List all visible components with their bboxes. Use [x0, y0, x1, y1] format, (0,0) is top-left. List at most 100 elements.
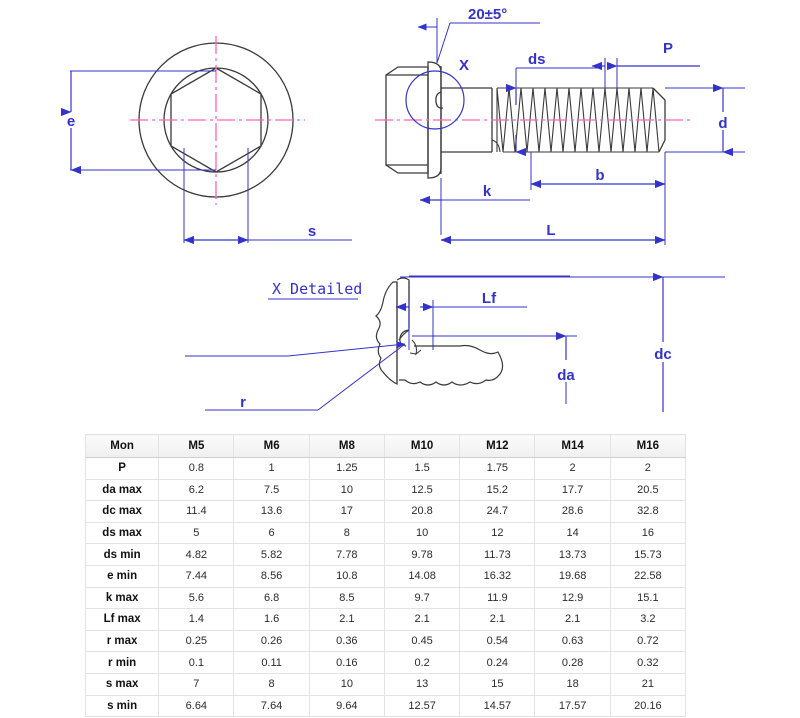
front-view-head: e s: [60, 36, 352, 245]
table-row: dc max 11.4 13.6 17 20.8 24.7 28.6 32.8: [84, 500, 687, 523]
table-cell: 15.1: [609, 586, 687, 610]
table-cell: 8.5: [308, 586, 385, 610]
r-leader-lower: [317, 343, 406, 411]
bolt-end-face: [652, 87, 660, 153]
table-cell: 10: [308, 672, 385, 696]
table-cell: 11.73: [459, 543, 536, 566]
dim-label-angle: 20±5°: [468, 6, 507, 23]
spec-table-head: Mon M5 M6 M8 M10 M12 M14 M16: [84, 434, 687, 458]
r-leader-upper: [287, 341, 406, 357]
table-cell: 0.32: [609, 651, 687, 674]
dim-label-dc: dc: [654, 346, 672, 363]
table-cell: 13: [383, 672, 461, 696]
table-header-row: Mon M5 M6 M8 M10 M12 M14 M16: [84, 434, 687, 458]
table-cell: 0.1: [158, 651, 235, 674]
table-cell: 11.4: [158, 500, 235, 523]
table-row: Lf max 1.4 1.6 2.1 2.1 2.1 2.1 3.2: [84, 608, 687, 631]
column-header: M10: [383, 434, 461, 458]
column-header: M8: [308, 434, 385, 458]
table-cell: 12.5: [383, 478, 461, 502]
table-cell: 7.44: [158, 564, 235, 588]
table-cell: 16: [609, 521, 687, 545]
table-cell: 0.2: [383, 651, 461, 674]
table-cell: 10: [308, 478, 385, 502]
dim-label-d: d: [718, 115, 727, 132]
table-cell: 6.8: [233, 586, 310, 610]
hexagon-outline: [170, 67, 262, 173]
table-cell: 13.73: [534, 543, 611, 566]
table-cell: 0.36: [308, 629, 385, 653]
row-label: da max: [84, 478, 160, 502]
column-header: M6: [233, 434, 310, 458]
table-cell: 24.7: [459, 500, 536, 523]
table-row: k max 5.6 6.8 8.5 9.7 11.9 12.9 15.1: [84, 586, 687, 610]
column-header: M5: [158, 434, 235, 458]
table-cell: 16.32: [459, 564, 536, 588]
dim-label-ds: ds: [528, 51, 546, 68]
spec-table-body: P 0.8 1 1.25 1.5 1.75 2 2 da max 6.2 7.5…: [84, 457, 687, 718]
row-label: ds max: [84, 521, 160, 545]
table-cell: 17: [308, 500, 385, 523]
table-cell: 14.08: [383, 564, 461, 588]
row-label: r max: [84, 629, 160, 653]
thread-runout: [491, 139, 501, 153]
row-label: ds min: [84, 543, 160, 566]
column-header: Mon: [84, 434, 160, 458]
table-row: r min 0.1 0.11 0.16 0.2 0.24 0.28 0.32: [84, 651, 687, 674]
table-cell: 5.6: [158, 586, 235, 610]
table-cell: 0.16: [308, 651, 385, 674]
flange-fillet-detail: [435, 91, 444, 109]
table-cell: 9.78: [383, 543, 461, 566]
table-cell: 8: [308, 521, 385, 545]
table-cell: 7.64: [233, 694, 310, 718]
row-label: P: [84, 457, 160, 480]
flange-break-edge: [375, 281, 398, 385]
table-cell: 0.45: [383, 629, 461, 653]
table-cell: 1.25: [308, 457, 385, 480]
table-cell: 6.2: [158, 478, 235, 502]
dim-label-s: s: [308, 223, 316, 240]
table-cell: 15.2: [459, 478, 536, 502]
row-label: dc max: [84, 500, 160, 523]
table-cell: 8.56: [233, 564, 310, 588]
column-header: M14: [534, 434, 611, 458]
table-cell: 2: [609, 457, 687, 480]
dim-label-b: b: [595, 167, 604, 184]
detail-view-x: X Detailed Lf da dc: [185, 272, 725, 412]
angle-leader-line: [436, 22, 451, 64]
fillet-arrow-detail: [409, 339, 422, 356]
detail-marker-circle-x: [405, 70, 465, 130]
table-cell: 0.24: [459, 651, 536, 674]
table-cell: 20.16: [609, 694, 687, 718]
table-cell: 0.26: [233, 629, 310, 653]
table-cell: 0.11: [233, 651, 310, 674]
row-label: Lf max: [84, 608, 160, 631]
table-cell: 5: [158, 521, 235, 545]
table-row: da max 6.2 7.5 10 12.5 15.2 17.7 20.5: [84, 478, 687, 502]
table-cell: 2.1: [308, 608, 385, 631]
dim-label-e: e: [67, 113, 75, 130]
table-cell: 1.4: [158, 608, 235, 631]
row-label: e min: [84, 564, 160, 588]
table-cell: 15.73: [609, 543, 687, 566]
spec-table: Mon M5 M6 M8 M10 M12 M14 M16 P 0.8 1 1.2…: [84, 434, 687, 718]
column-header: M12: [459, 434, 536, 458]
table-cell: 2.1: [534, 608, 611, 631]
table-cell: 19.68: [534, 564, 611, 588]
table-cell: 17.57: [534, 694, 611, 718]
dim-label-L: L: [546, 222, 555, 239]
column-header: M16: [609, 434, 687, 458]
table-cell: 4.82: [158, 543, 235, 566]
table-row: s min 6.64 7.64 9.64 12.57 14.57 17.57 2…: [84, 694, 687, 718]
table-cell: 6.64: [158, 694, 235, 718]
dim-label-da: da: [557, 367, 575, 384]
row-label: r min: [84, 651, 160, 674]
table-cell: 0.72: [609, 629, 687, 653]
spec-table-container: Mon M5 M6 M8 M10 M12 M14 M16 P 0.8 1 1.2…: [84, 434, 687, 718]
table-cell: 9.64: [308, 694, 385, 718]
table-row: s max 7 8 10 13 15 18 21: [84, 672, 687, 696]
table-cell: 15: [459, 672, 536, 696]
row-label: s min: [84, 694, 160, 718]
table-cell: 18: [534, 672, 611, 696]
table-cell: 10: [383, 521, 461, 545]
